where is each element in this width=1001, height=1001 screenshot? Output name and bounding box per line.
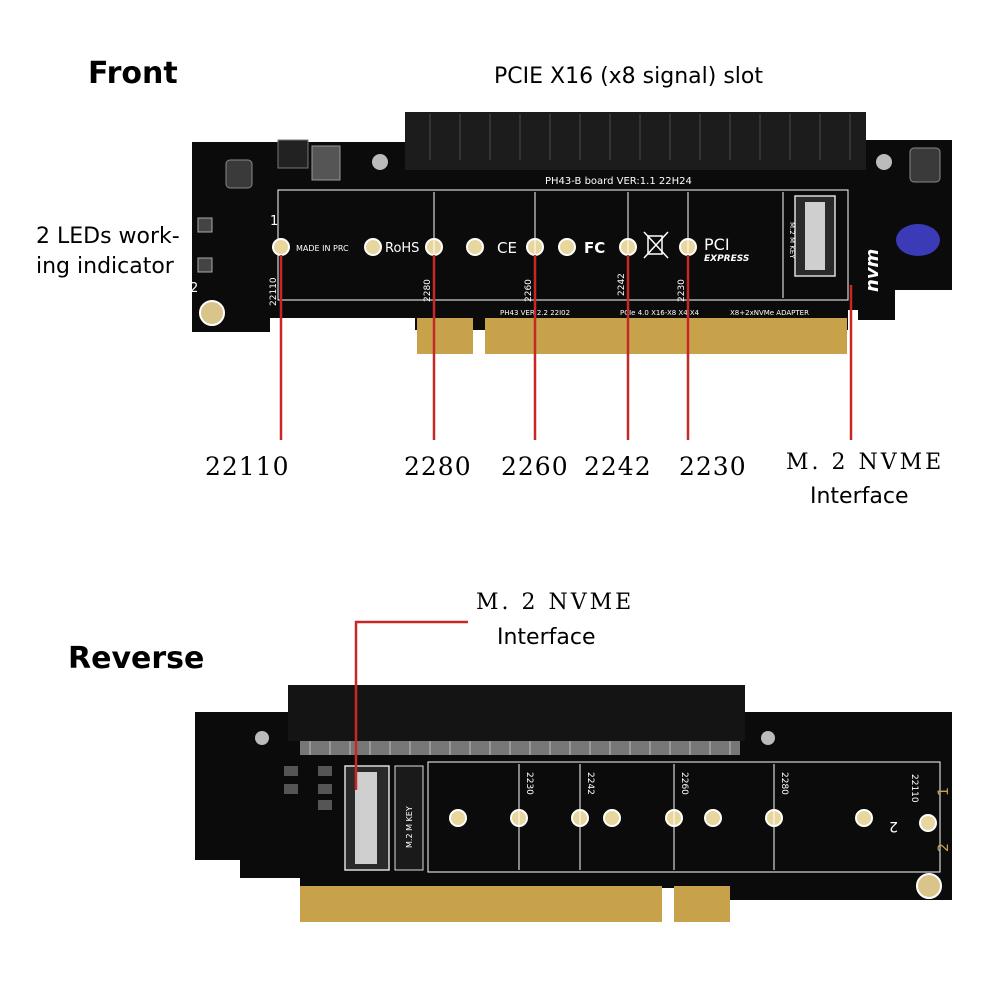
reverse-silk-1: 1 [936,787,952,796]
front-silk-2: 2 [190,281,198,296]
callout-2242: 2242 [584,452,652,481]
front-bottom-text-2: PCIe 4.0 X16-X8 X4 X4 [620,309,700,317]
reverse-comp-2 [284,784,298,794]
front-pci-top: PCI [704,235,730,254]
front-pcie-slot [405,112,866,170]
callout-m2-interface: Interface [810,484,909,509]
reverse-mount-hole-right [761,731,775,745]
front-gold-fingers-a [417,318,473,354]
front-made-in: MADE IN PRC [296,244,349,253]
front-silk-2260: 2260 [524,279,534,302]
front-bottom-text-3: X8+2xNVMe ADAPTER [730,309,809,317]
front-led-1 [197,217,213,233]
callout-22110: 22110 [205,452,290,481]
front-ce: CE [497,239,517,257]
front-mount-hole-topright [372,154,388,170]
reverse-comp-3 [318,766,332,776]
reverse-comp-5 [318,800,332,810]
callout-2260: 2260 [501,452,569,481]
front-chip [277,139,309,169]
front-silk-22110: 22110 [269,277,279,306]
reverse-heading: Reverse [68,641,205,676]
front-heading: Front [88,56,178,91]
reverse-silk-2280: 2280 [779,772,789,795]
reverse-hole-22110 [919,814,937,832]
front-mount-hole-left [199,300,225,326]
reverse-pcie-slot [288,685,745,741]
reverse-m2-connector-slot [355,772,377,864]
callout-2230: 2230 [679,452,747,481]
front-hole-c [558,238,576,256]
front-cap-right [909,147,941,183]
callout-m2-nvme: M. 2 NVME [786,450,945,475]
front-hole-b [466,238,484,256]
reverse-silk-frame [427,761,941,873]
front-callout-lines [279,255,853,440]
reverse-silk-2230: 2230 [524,772,534,795]
reverse-hole-d [855,809,873,827]
front-silk-2230: 2230 [677,279,687,302]
reverse-silk-2242: 2242 [585,772,595,795]
reverse-mount-hole-left [255,731,269,745]
led-label-line2: ing indicator [36,254,174,279]
front-hole-a [364,238,382,256]
front-mount-hole-right [876,154,892,170]
front-slot-ribs [429,114,851,160]
front-hole-22110 [272,238,290,256]
front-board-illustration: PH43-B board VER:1.1 22H24 MADE IN PRC R… [190,112,952,440]
front-key-text: M.2 M KEY [788,222,796,259]
front-pci-bottom: EXPRESS [704,254,749,264]
front-pass-sticker [896,224,940,256]
reverse-key-text: M.2 M KEY [405,806,414,848]
front-silk-2280: 2280 [423,279,433,302]
reverse-m2-interface: Interface [497,625,596,650]
reverse-silk-2260: 2260 [679,772,689,795]
front-inductor [311,145,341,181]
front-rohs: RoHS [385,241,419,256]
front-silk-1: 1 [270,214,278,229]
reverse-silk-dividers [518,764,775,870]
reverse-callout-line-m2 [354,620,468,790]
reverse-board-illustration: M.2 M KEY 2230 2242 2260 2280 22110 1 2 … [195,620,952,922]
reverse-gold-fingers-b [674,886,730,922]
front-m2-connector-slot [805,202,825,270]
front-fc: FC [584,239,605,257]
pcie-slot-label: PCIE X16 (x8 signal) slot [494,64,763,89]
front-silk-2242: 2242 [617,273,627,296]
front-led-2 [197,257,213,273]
reverse-slot-pins [300,741,740,755]
front-weee-icon [643,231,669,259]
reverse-comp-1 [284,766,298,776]
callout-2280: 2280 [404,452,472,481]
front-gold-fingers-b [485,318,847,354]
reverse-hole-b [603,809,621,827]
reverse-slot-pin-lines [309,741,731,755]
front-capacitor [225,159,253,189]
reverse-hole-c [704,809,722,827]
reverse-silk-22110: 22110 [909,774,919,803]
reverse-silk-2-inner: 2 [889,818,898,834]
reverse-mount-hole-bottom [916,873,942,899]
reverse-hole-a [449,809,467,827]
led-label-line1: 2 LEDs work- [36,224,180,249]
reverse-silk-2: 2 [936,843,952,852]
reverse-m2-side [394,765,424,871]
reverse-m2-nvme: M. 2 NVME [476,590,635,615]
front-nvme-logo: nvm [862,249,883,292]
front-model-text: PH43-B board VER:1.1 22H24 [545,176,692,187]
reverse-gold-fingers-a [300,886,662,922]
reverse-comp-4 [318,784,332,794]
